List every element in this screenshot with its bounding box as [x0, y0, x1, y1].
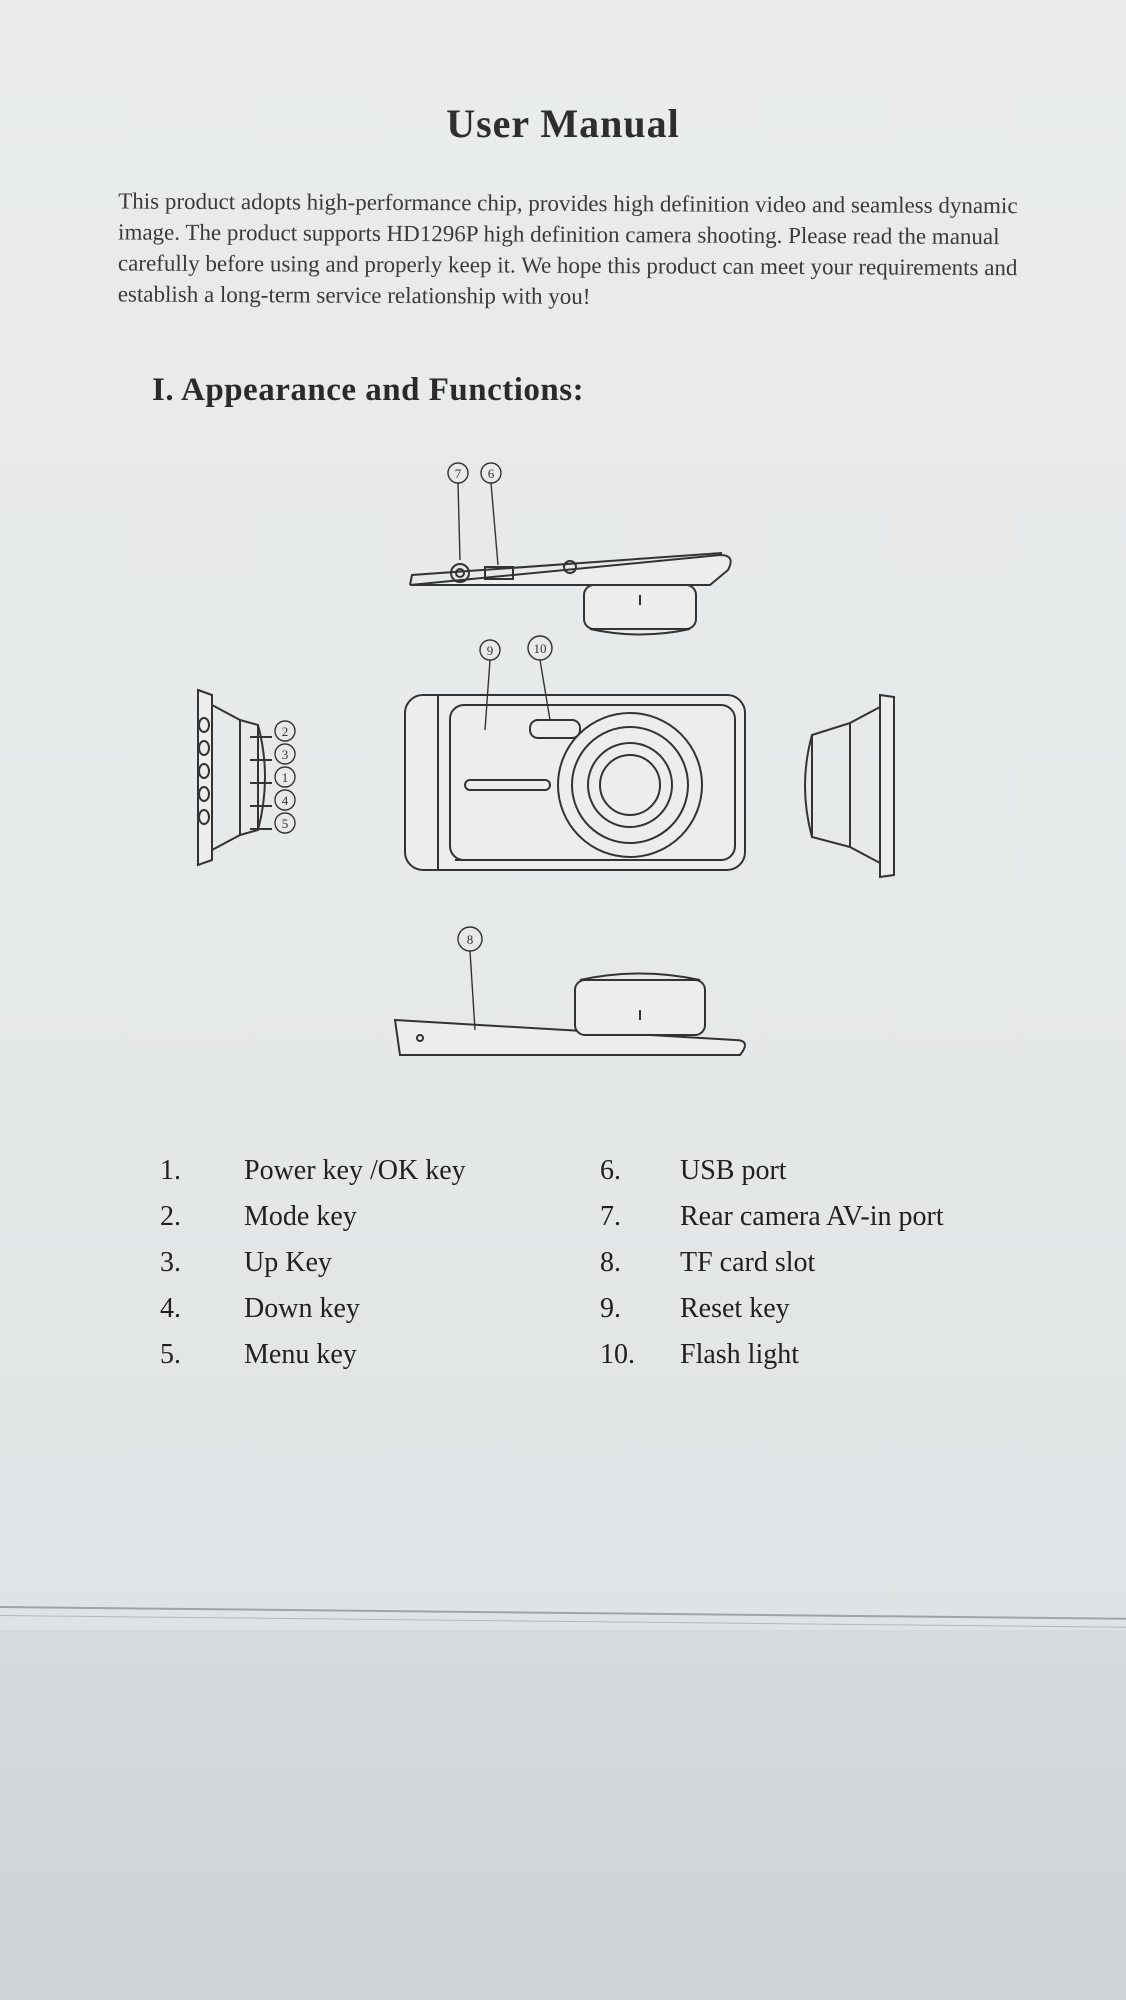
- legend-number: 1.: [160, 1155, 181, 1186]
- callout-1: 1: [282, 770, 289, 785]
- dashcam-diagram: 7 6 9 10 2 3 1 4 5 8: [180, 455, 920, 1085]
- callout-8: 8: [467, 932, 474, 947]
- legend-number: 3.: [160, 1247, 181, 1278]
- legend-label: Reset key: [680, 1293, 790, 1324]
- legend-number: 2.: [160, 1201, 181, 1232]
- right-side-view: [804, 693, 895, 879]
- legend-label: USB port: [680, 1155, 787, 1186]
- section-heading: I. Appearance and Functions:: [152, 372, 585, 408]
- legend-number: 9.: [600, 1293, 621, 1324]
- callout-6: 6: [488, 466, 495, 481]
- callout-10: 10: [534, 641, 547, 656]
- legend-number: 6.: [600, 1155, 621, 1186]
- legend-number: 4.: [160, 1293, 181, 1324]
- legend-number: 10.: [600, 1339, 635, 1370]
- legend-label: Up Key: [244, 1247, 332, 1278]
- legend-label: Menu key: [244, 1339, 357, 1370]
- callout-4: 4: [282, 793, 289, 808]
- legend-label: Flash light: [680, 1339, 800, 1370]
- callouts: 7 6 9 10 2 3 1 4 5 8: [274, 462, 553, 1031]
- front-view: [404, 694, 746, 871]
- legend-label: Down key: [244, 1293, 360, 1324]
- callout-7: 7: [455, 466, 462, 481]
- legend-label: Mode key: [244, 1201, 357, 1232]
- legend-number: 5.: [160, 1339, 181, 1370]
- legend-label: Power key /OK key: [244, 1155, 466, 1186]
- bottom-view: [393, 972, 746, 1056]
- top-view: [409, 552, 732, 636]
- legend-number: 7.: [600, 1201, 621, 1232]
- callout-9: 9: [487, 643, 494, 658]
- callout-2: 2: [282, 724, 289, 739]
- callout-5: 5: [282, 816, 289, 831]
- intro-paragraph: This product adopts high-performance chi…: [117, 188, 1018, 309]
- left-side-view: [197, 688, 272, 867]
- legend-label: Rear camera AV-in port: [680, 1201, 944, 1232]
- legend-number: 8.: [600, 1247, 621, 1278]
- callout-3: 3: [282, 747, 289, 762]
- page-underlay: [0, 1630, 1126, 2000]
- page-title: User Manual: [446, 101, 680, 146]
- dashcam-diagram-svg: 7 6 9 10 2 3 1 4 5 8: [197, 462, 895, 1056]
- legend-label: TF card slot: [680, 1247, 816, 1278]
